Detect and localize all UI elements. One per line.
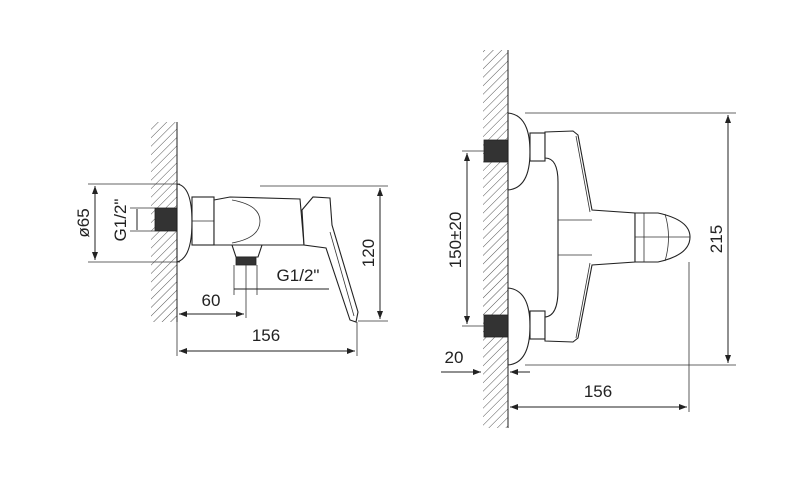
mixer-body (544, 130, 636, 343)
outlet-thread (235, 256, 257, 266)
top-view: 215 150±20 20 156 (441, 50, 736, 428)
wall-flange (176, 183, 193, 263)
handle-cap (634, 212, 691, 263)
side-view: ø65 G1/2" 120 G1/2" 60 156 (74, 122, 388, 356)
outlet-nut (231, 244, 263, 258)
dim-flange-diameter: ø65 (74, 208, 93, 237)
wall-hatch (483, 50, 508, 428)
dim-height: 120 (359, 239, 378, 267)
inlet-thread-top (483, 139, 509, 163)
dim-depth-left: 156 (252, 326, 280, 345)
mixer-body (213, 196, 305, 246)
dim-height-right: 215 (707, 225, 726, 253)
dim-outlet-thread: G1/2" (277, 266, 320, 285)
dim-outlet-offset: 60 (202, 291, 221, 310)
flange-bottom (507, 287, 531, 366)
inlet-thread-bottom (483, 314, 509, 338)
lever-handle (301, 196, 359, 323)
dim-wall-protrusion: 20 (445, 348, 464, 367)
dim-inlet-spacing: 150±20 (446, 212, 465, 269)
dim-inlet-thread: G1/2" (111, 199, 130, 242)
dim-depth-right: 156 (584, 382, 612, 401)
flange-top (507, 112, 531, 191)
inlet-thread (154, 207, 178, 232)
